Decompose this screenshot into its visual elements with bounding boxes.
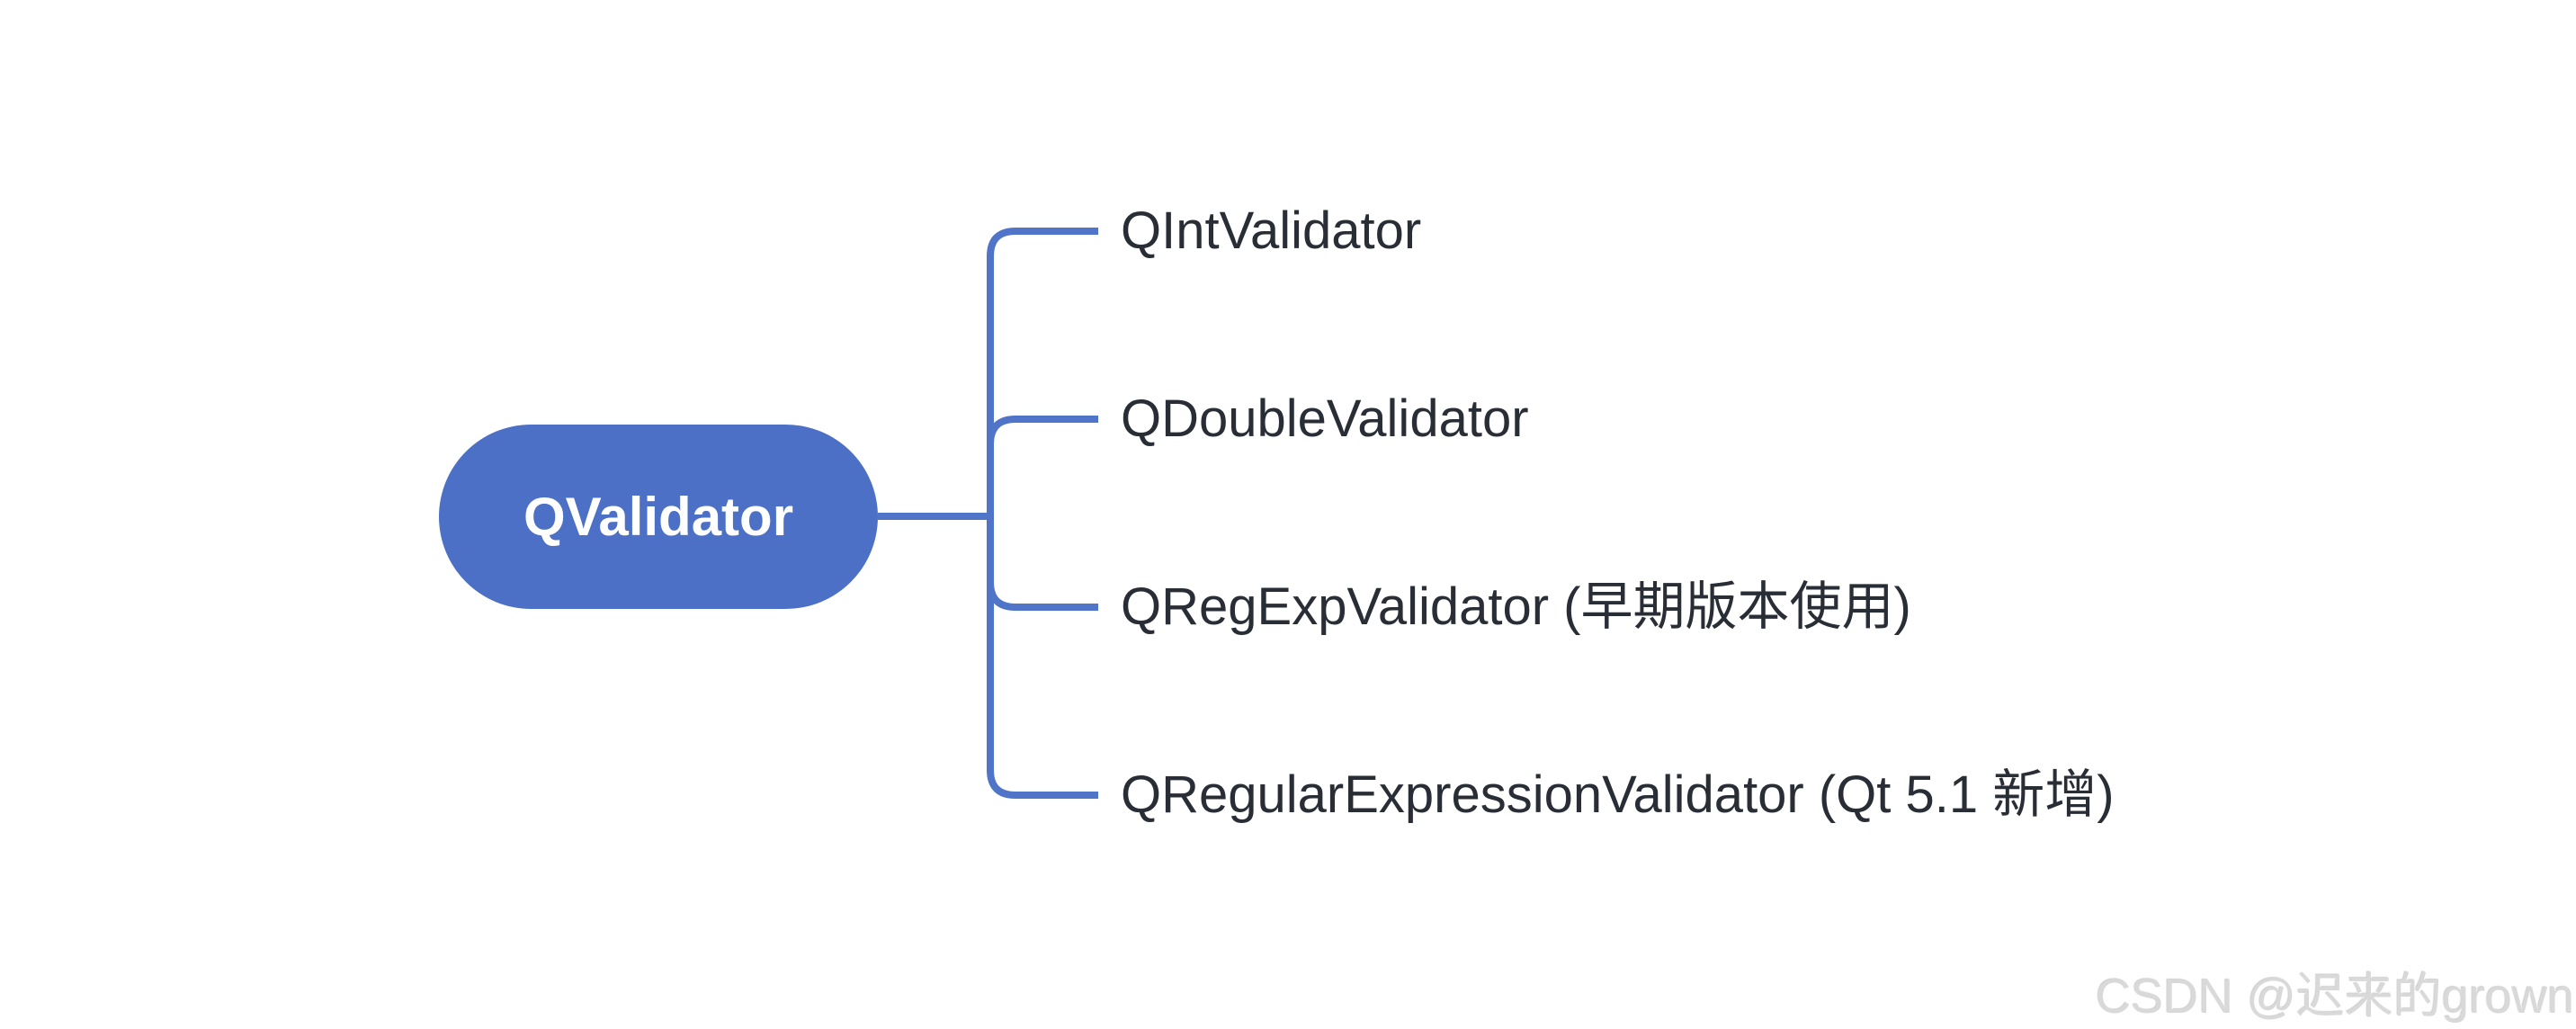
child-node-qdoublevalidator[interactable]: QDoubleValidator — [1121, 389, 1529, 449]
root-node-qvalidator[interactable]: QValidator — [439, 425, 878, 609]
root-node-label: QValidator — [523, 487, 794, 547]
branch-line-qregexpvalidator — [987, 581, 1098, 611]
trunk-and-outer-branch-lines — [987, 228, 1098, 799]
child-node-qregexpvalidator[interactable]: QRegExpValidator (早期版本使用) — [1121, 577, 1911, 637]
csdn-watermark: CSDN @迟来的grown — [2096, 970, 2574, 1024]
child-node-qregularexpressionvalidator[interactable]: QRegularExpressionValidator (Qt 5.1 新增) — [1121, 765, 2115, 825]
child-node-qintvalidator[interactable]: QIntValidator — [1121, 201, 1422, 261]
branch-line-qdoublevalidator — [987, 416, 1098, 445]
